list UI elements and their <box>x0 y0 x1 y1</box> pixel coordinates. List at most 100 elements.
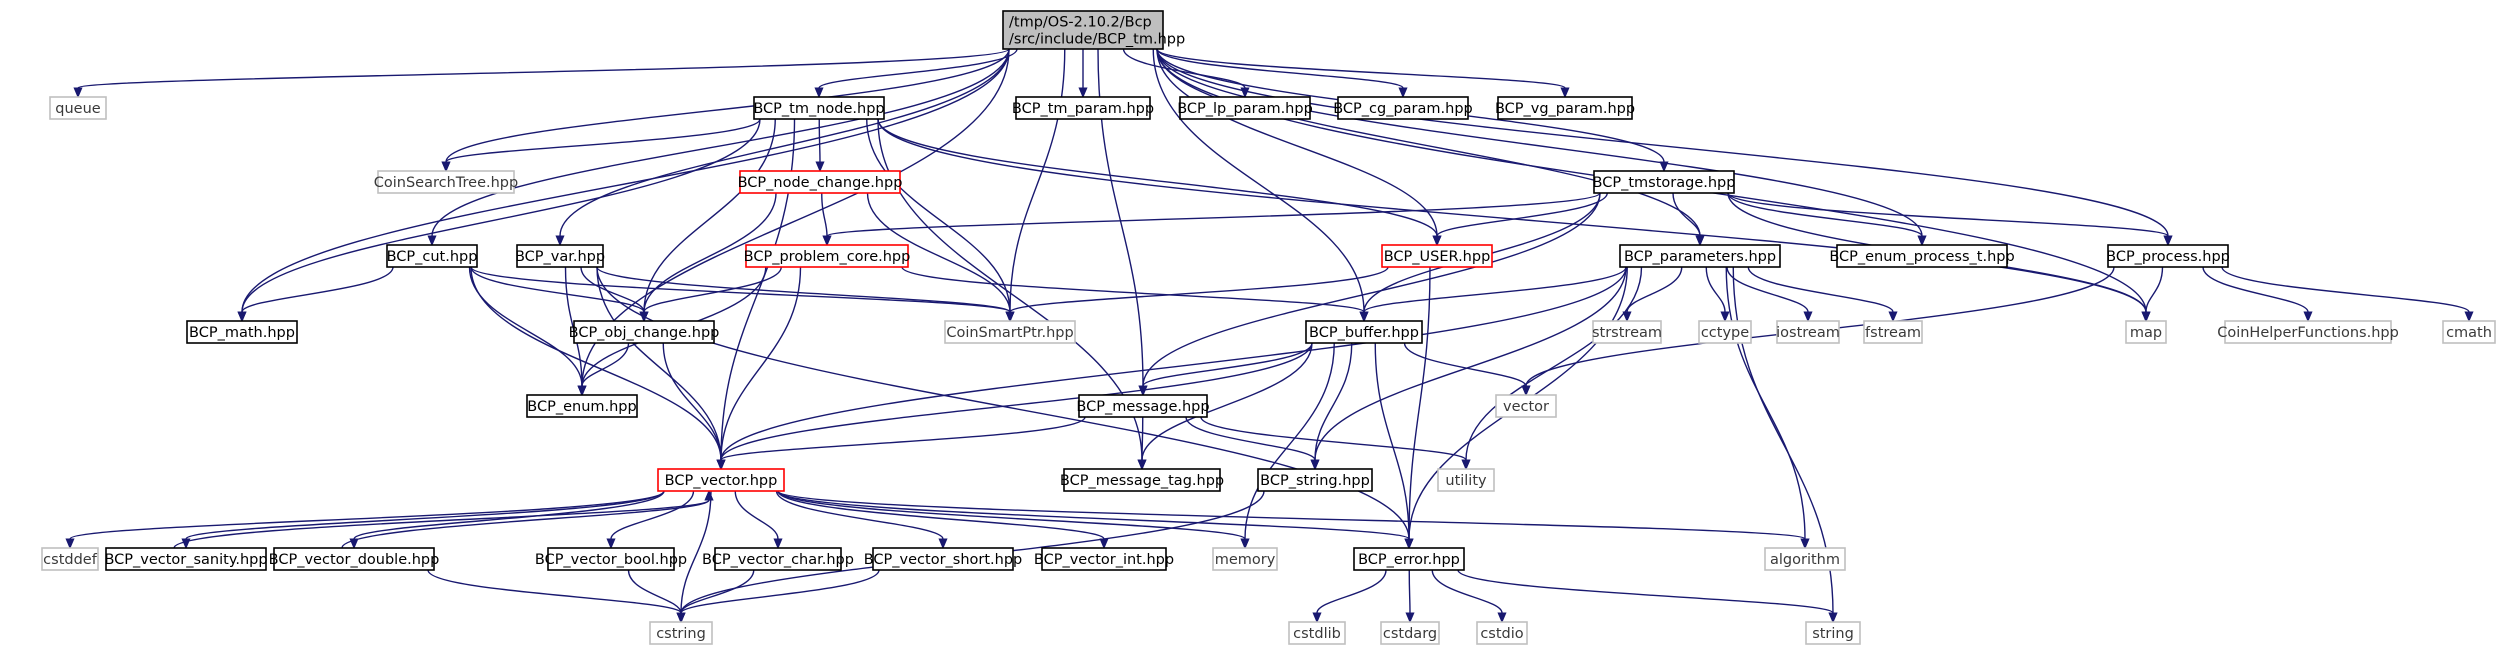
edge-line <box>470 266 722 461</box>
node-bcp-tm-param[interactable]: BCP_tm_param.hpp <box>1012 96 1154 120</box>
edge-line <box>1156 48 2169 237</box>
node-bcp-vector-double[interactable]: BCP_vector_double.hpp <box>269 547 440 571</box>
node-bcp-var[interactable]: BCP_var.hpp <box>515 244 605 268</box>
edge-line <box>1408 569 1411 614</box>
node-bcp-vector[interactable]: BCP_vector.hpp <box>657 468 785 492</box>
node-box <box>714 547 842 571</box>
node-box <box>1015 96 1151 120</box>
node-box <box>1776 320 1840 344</box>
node-label: BCP_message_tag.hpp <box>1060 473 1224 489</box>
edge-line <box>1156 48 1566 89</box>
node-box <box>526 394 638 418</box>
node-bcp-node-change[interactable]: BCP_node_change.hpp <box>738 170 903 194</box>
node-bcp-process[interactable]: BCP_process.hpp <box>2106 244 2230 268</box>
node-bcp-parameters[interactable]: BCP_parameters.hpp <box>1619 244 1781 268</box>
node-box <box>2107 244 2229 268</box>
edge-line <box>2145 266 2164 313</box>
edge-line <box>720 342 1313 461</box>
arrowhead <box>555 235 565 247</box>
node-box <box>516 244 604 268</box>
node-bcp-vector-char[interactable]: BCP_vector_char.hpp <box>702 547 854 571</box>
node-box <box>745 244 909 268</box>
node-bcp-vector-int[interactable]: BCP_vector_int.hpp <box>1034 547 1174 571</box>
edge-bcp_cut-to-coin_smart_ptr <box>470 266 1015 323</box>
node-label: cmath <box>2446 325 2492 341</box>
node-box <box>1592 320 1662 344</box>
edge-line <box>1403 342 1527 387</box>
edge-line <box>1141 342 1313 461</box>
node-bcp-enum[interactable]: BCP_enum.hpp <box>526 394 638 418</box>
edge-line <box>1152 48 1365 313</box>
node-bcp-math[interactable]: BCP_math.hpp <box>186 320 298 344</box>
arrowhead <box>1099 538 1109 550</box>
node-bcp-user[interactable]: BCP_USER.hpp <box>1381 244 1493 268</box>
dependency-edges <box>65 48 2474 624</box>
node-label: BCP_vector_char.hpp <box>702 552 854 568</box>
edge-bcp_tm_node-to-bcp_math <box>237 118 761 323</box>
node-label: BCP_vector_short.hpp <box>864 552 1023 568</box>
edge-line <box>468 266 583 387</box>
node-label: cstddef <box>43 552 98 568</box>
edge-bcp_tm_node-to-coin_search_tree <box>441 118 761 173</box>
edge-root-to-bcp_tm_param <box>1078 48 1088 99</box>
arrowhead <box>1359 311 1369 323</box>
node-bcp-message-tag[interactable]: BCP_message_tag.hpp <box>1060 468 1224 492</box>
node-box <box>49 96 107 120</box>
node-bcp-buffer[interactable]: BCP_buffer.hpp <box>1305 320 1423 344</box>
node-label: BCP_process.hpp <box>2106 249 2230 265</box>
node-bcp-vector-sanity[interactable]: BCP_vector_sanity.hpp <box>104 547 268 571</box>
node-label: BCP_enum.hpp <box>527 399 636 415</box>
node-cctype: cctype <box>1698 320 1752 344</box>
arrowhead <box>1521 385 1531 397</box>
edge-line <box>818 118 821 163</box>
node-label: BCP_message.hpp <box>1076 399 1209 415</box>
arrowhead <box>1560 87 1570 99</box>
node-label: algorithm <box>1770 552 1840 568</box>
node-bcp-tm-node[interactable]: BCP_tm_node.hpp <box>753 96 885 120</box>
node-bcp-enum-process-t[interactable]: BCP_enum_process_t.hpp <box>1829 244 2015 268</box>
arrowhead <box>441 161 451 173</box>
arrowhead <box>73 87 83 99</box>
edge-line <box>662 342 722 461</box>
node-bcp-vg-param[interactable]: BCP_vg_param.hpp <box>1495 96 1635 120</box>
node-bcp-problem-core[interactable]: BCP_problem_core.hpp <box>744 244 911 268</box>
edge-line <box>866 118 1011 313</box>
node-label: cstring <box>656 626 706 642</box>
arrowhead <box>1803 311 1813 323</box>
node-bcp-vector-short[interactable]: BCP_vector_short.hpp <box>864 547 1023 571</box>
edge-bcp_parameters-to-bcp_buffer <box>1359 266 1627 323</box>
arrowhead <box>237 311 247 323</box>
edge-bcp_problem_core-to-bcp_vector <box>716 266 802 471</box>
edge-line <box>185 490 665 540</box>
node-box <box>1698 320 1752 344</box>
node-label: BCP_vector_bool.hpp <box>535 552 687 568</box>
node-bcp-cg-param[interactable]: BCP_cg_param.hpp <box>1333 96 1473 120</box>
node-bcp-error[interactable]: BCP_error.hpp <box>1353 547 1465 571</box>
node-bcp-tmstorage[interactable]: BCP_tmstorage.hpp <box>1593 170 1736 194</box>
edge-root-to-bcp_vg_param <box>1156 48 1570 99</box>
node-bcp-obj-change[interactable]: BCP_obj_change.hpp <box>569 320 720 344</box>
edge-line <box>470 266 1011 313</box>
node-root[interactable]: /tmp/OS-2.10.2/Bcp/src/include/BCP_tm.hp… <box>1002 10 1185 50</box>
arrowhead <box>1078 87 1088 99</box>
edge-root-to-queue <box>73 48 1010 99</box>
node-bcp-vector-bool[interactable]: BCP_vector_bool.hpp <box>535 547 687 571</box>
edge-line <box>445 48 1010 163</box>
edge-line <box>241 48 1010 313</box>
node-bcp-cut[interactable]: BCP_cut.hpp <box>386 244 478 268</box>
node-box <box>944 320 1076 344</box>
node-bcp-string[interactable]: BCP_string.hpp <box>1257 468 1373 492</box>
edge-bcp_cut-to-bcp_obj_change <box>470 266 649 323</box>
edge-line <box>1156 48 1404 89</box>
node-bcp-message[interactable]: BCP_message.hpp <box>1076 394 1210 418</box>
node-label: CoinHelperFunctions.hpp <box>2217 325 2399 341</box>
arrowhead <box>2141 311 2151 323</box>
edge-bcp_parameters-to-cctype <box>1705 266 1730 323</box>
node-box <box>41 547 99 571</box>
node-bcp-lp-param[interactable]: BCP_lp_param.hpp <box>1177 96 1313 120</box>
node-utility: utility <box>1437 468 1495 492</box>
node-box <box>1497 96 1633 120</box>
node-box <box>1863 320 1923 344</box>
edge-line <box>643 266 782 313</box>
arrowhead <box>1659 161 1669 173</box>
